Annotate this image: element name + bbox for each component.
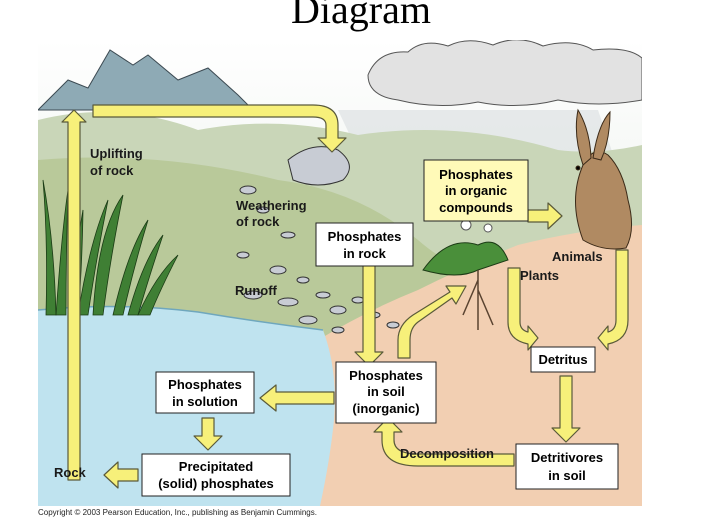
box-phosphates-organic-line1: Phosphates <box>439 167 513 182</box>
plant <box>422 219 509 330</box>
label-runoff: Runoff <box>235 283 278 298</box>
rain-cloud <box>367 40 642 107</box>
box-phosphates-organic-line2: in organic <box>445 183 507 198</box>
mountains <box>38 49 255 111</box>
phosphorus-cycle-diagram: Phosphates in rock Phosphates in organic… <box>38 40 642 506</box>
label-uplifting-line2: of rock <box>90 163 134 178</box>
arrow-animals-to-detritus <box>597 249 629 351</box>
label-rock: Rock <box>54 465 87 480</box>
arrow-soil-to-solution <box>259 384 335 412</box>
box-detritus: Detritus <box>530 346 596 373</box>
arrow-soil-to-plants <box>397 285 467 359</box>
arrow-precipitated-to-rock <box>103 461 139 489</box>
box-detritivores-line1: Detritivores <box>531 450 603 465</box>
box-phosphates-in-rock: Phosphates in rock <box>315 222 414 267</box>
arrow-detritus-to-detritivores <box>551 375 581 443</box>
box-phosphates-organic-line3: compounds <box>439 200 513 215</box>
arrow-uplifting <box>61 109 87 481</box>
box-phosphates-in-soil-line2: in soil <box>367 384 405 399</box>
copyright-notice: Copyright © 2003 Pearson Education, Inc.… <box>38 508 317 517</box>
box-precipitated-line1: Precipitated <box>179 459 253 474</box>
box-detritus-line1: Detritus <box>538 352 587 367</box>
label-decomposition: Decomposition <box>400 446 494 461</box>
arrow-decomposition <box>373 417 515 467</box>
box-phosphates-in-solution: Phosphates in solution <box>155 371 255 414</box>
box-phosphates-in-rock-line1: Phosphates <box>328 229 402 244</box>
arrow-organic-to-animals <box>527 202 563 230</box>
box-phosphates-in-solution-line1: Phosphates <box>168 377 242 392</box>
label-plants: Plants <box>520 268 559 283</box>
box-precipitated-line2: (solid) phosphates <box>158 476 274 491</box>
arrows <box>61 104 629 489</box>
box-phosphates-in-solution-line2: in solution <box>172 394 238 409</box>
arrow-rock-to-soil <box>354 264 384 367</box>
rabbit <box>575 108 632 250</box>
box-phosphates-in-soil-line3: (inorganic) <box>352 401 419 416</box>
label-uplifting-line1: Uplifting <box>90 146 143 161</box>
label-animals: Animals <box>552 249 603 264</box>
box-detritivores: Detritivores in soil <box>515 443 619 490</box>
box-phosphates-organic: Phosphates in organic compounds <box>423 159 529 222</box>
box-detritivores-line2: in soil <box>548 468 586 483</box>
label-weathering-line2: of rock <box>236 214 280 229</box>
label-weathering-line1: Weathering <box>236 198 307 213</box>
arrow-to-weathering <box>92 104 347 153</box>
box-phosphates-in-soil: Phosphates in soil (inorganic) <box>335 361 437 424</box>
box-phosphates-in-rock-line2: in rock <box>343 246 386 261</box>
page-title: Diagram <box>291 0 431 32</box>
box-precipitated: Precipitated (solid) phosphates <box>141 453 291 497</box>
weathered-rocks <box>236 146 400 334</box>
box-phosphates-in-soil-line1: Phosphates <box>349 368 423 383</box>
arrow-plants-to-detritus <box>507 267 539 351</box>
arrow-solution-to-precipitated <box>193 417 223 451</box>
